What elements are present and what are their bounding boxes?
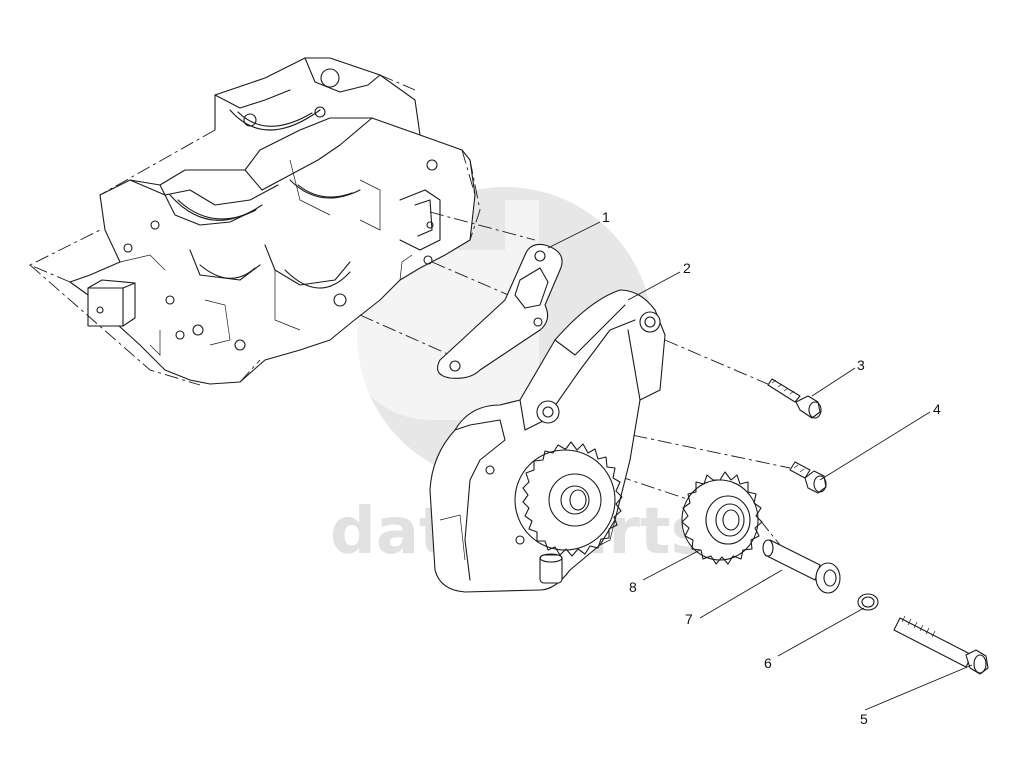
oil-pump-housing: [429, 289, 666, 593]
shaft-pin: [762, 539, 841, 594]
bolt-4: [789, 461, 827, 494]
idler-gear: [681, 471, 763, 565]
callout-5: 5: [860, 711, 868, 727]
gasket: [437, 243, 563, 379]
leader-lines: [547, 221, 973, 711]
callout-1: 1: [602, 209, 610, 225]
o-ring: [857, 593, 879, 611]
alignment-centerlines: [359, 211, 791, 546]
callout-6: 6: [764, 655, 772, 671]
long-bolt: [893, 615, 989, 675]
callout-3: 3: [857, 357, 865, 373]
bolt-3: [767, 378, 822, 419]
callout-7: 7: [685, 611, 693, 627]
callout-4: 4: [933, 401, 941, 417]
engine-block: [28, 57, 481, 386]
callout-2: 2: [683, 260, 691, 276]
callout-8: 8: [629, 579, 637, 595]
callouts: 1 2 3 4 5 6 7 8: [602, 209, 941, 727]
